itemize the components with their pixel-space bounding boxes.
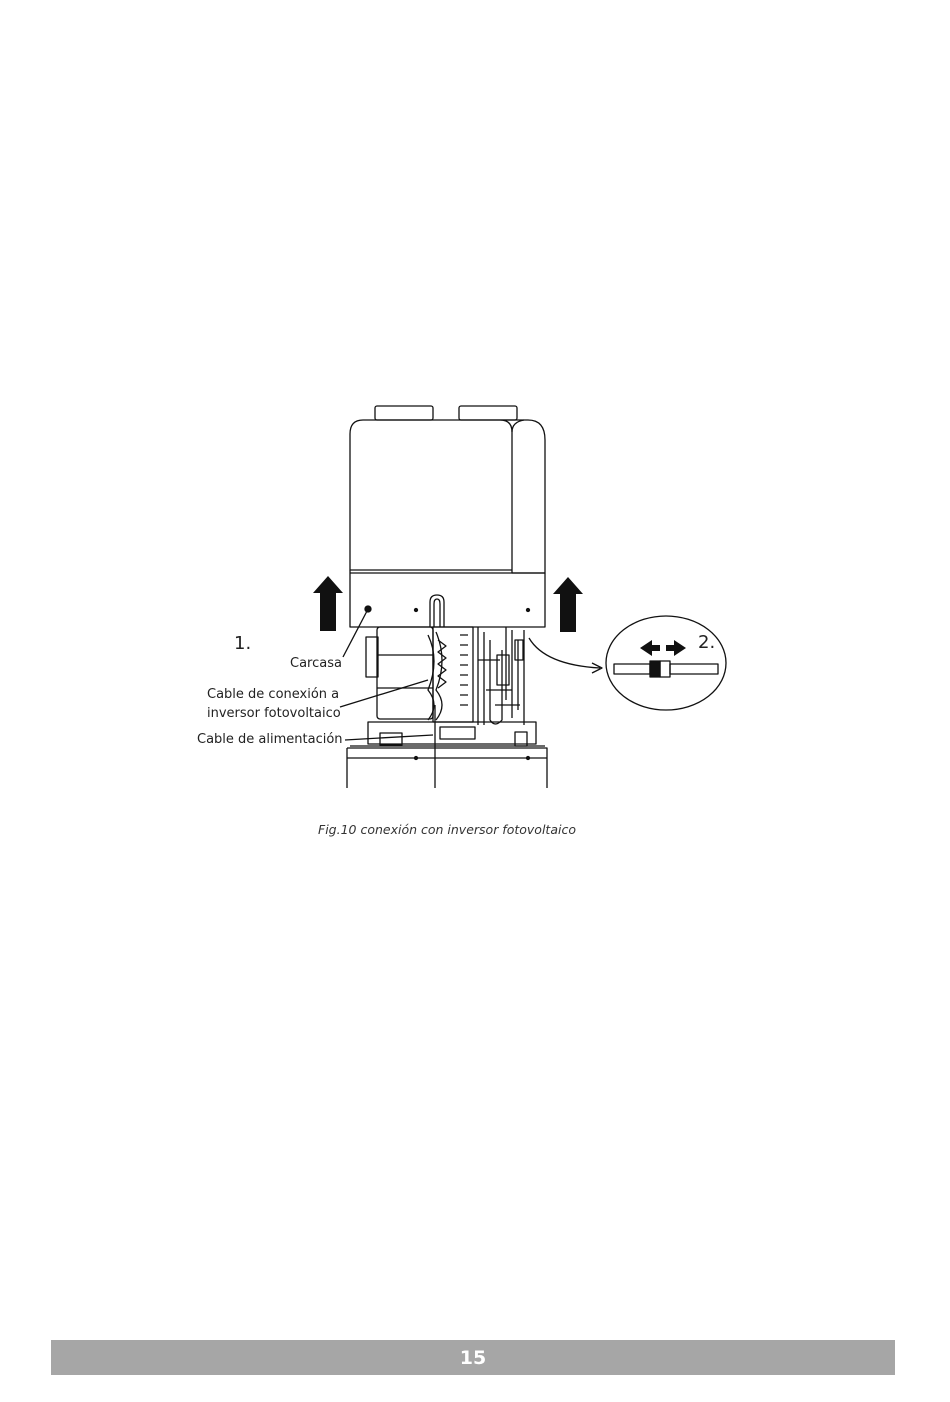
callout-pv-cable: Cable de conexión a inversor fotovoltaic…	[207, 686, 341, 724]
pull-apart-arrow-left	[640, 640, 660, 656]
step-2-number: 2.	[698, 632, 715, 653]
fan-motor	[377, 627, 433, 719]
footer-bar: 15	[51, 1340, 895, 1375]
callout-housing: Carcasa	[290, 655, 342, 674]
top-port-left	[375, 406, 433, 420]
lift-arrow-left	[313, 576, 343, 631]
water-tank	[347, 748, 547, 788]
power-cable-leader	[345, 735, 433, 740]
top-port-right	[459, 406, 517, 420]
step-1-number: 1.	[234, 633, 251, 654]
callout-pv-cable-line1: Cable de conexión a	[207, 686, 341, 705]
housing-leader	[343, 611, 367, 657]
callout-pv-cable-line2: inversor fotovoltaico	[207, 705, 341, 724]
housing-cover	[363, 420, 545, 573]
refrigerant-pipes	[478, 627, 524, 725]
pull-apart-arrow-right	[666, 640, 686, 656]
heat-pump-figure: 1. 2. Carcasa Cable de conexión a invers…	[190, 400, 750, 800]
figure-caption: Fig.10 conexión con inversor fotovoltaic…	[0, 822, 894, 837]
pv-cable-leader	[340, 680, 428, 707]
callout-power-cable: Cable de alimentación	[197, 731, 343, 750]
lift-arrow-right	[553, 577, 583, 632]
connector-detail-circle	[606, 616, 726, 710]
page-number: 15	[460, 1347, 486, 1369]
